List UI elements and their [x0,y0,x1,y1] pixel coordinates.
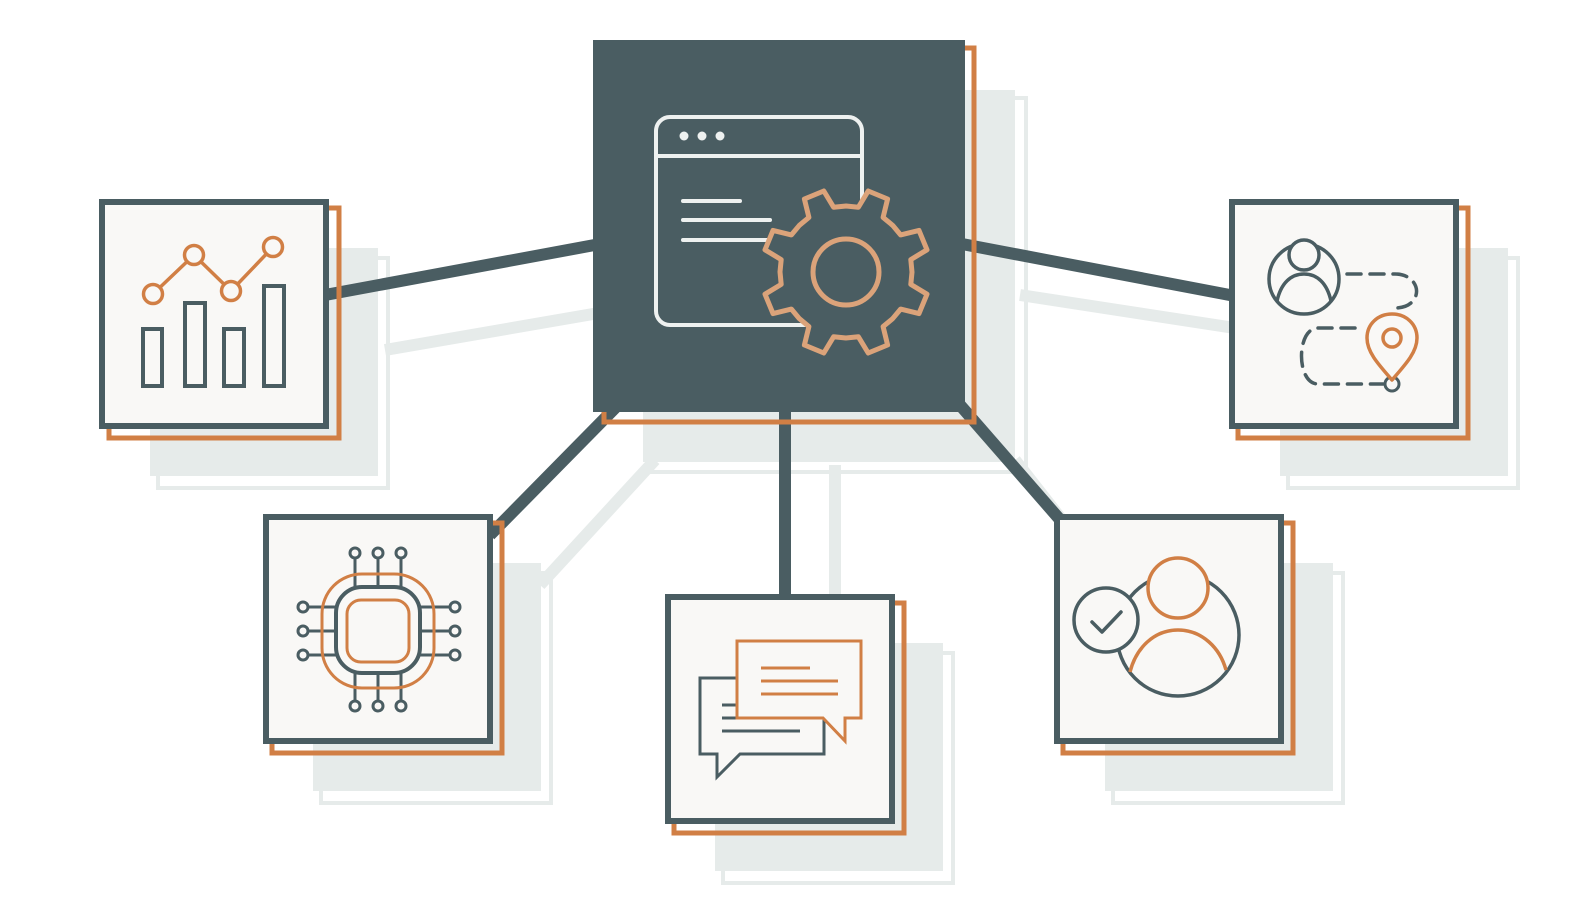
user-check-icon [1072,556,1241,698]
connector-lines [323,238,1237,600]
connector-user-verification [955,401,1067,526]
connector-processor [485,400,623,540]
node-user-verification [1054,514,1296,756]
hub-panel [593,40,965,412]
connector-analytics [323,238,602,301]
node-messaging [665,594,907,836]
hub-node [593,40,977,425]
chat-bubbles-icon [698,639,863,781]
bar-line-chart-icon [141,235,286,388]
node-user-journey [1229,199,1471,441]
cpu-chip-icon [296,546,462,713]
gear-icon [762,188,930,356]
node-tile [1229,199,1459,429]
node-tile [99,199,329,429]
connector-user-journey [960,238,1237,302]
user-route-pin-icon [1267,238,1419,393]
node-analytics [99,199,342,441]
node-processor [263,514,505,756]
